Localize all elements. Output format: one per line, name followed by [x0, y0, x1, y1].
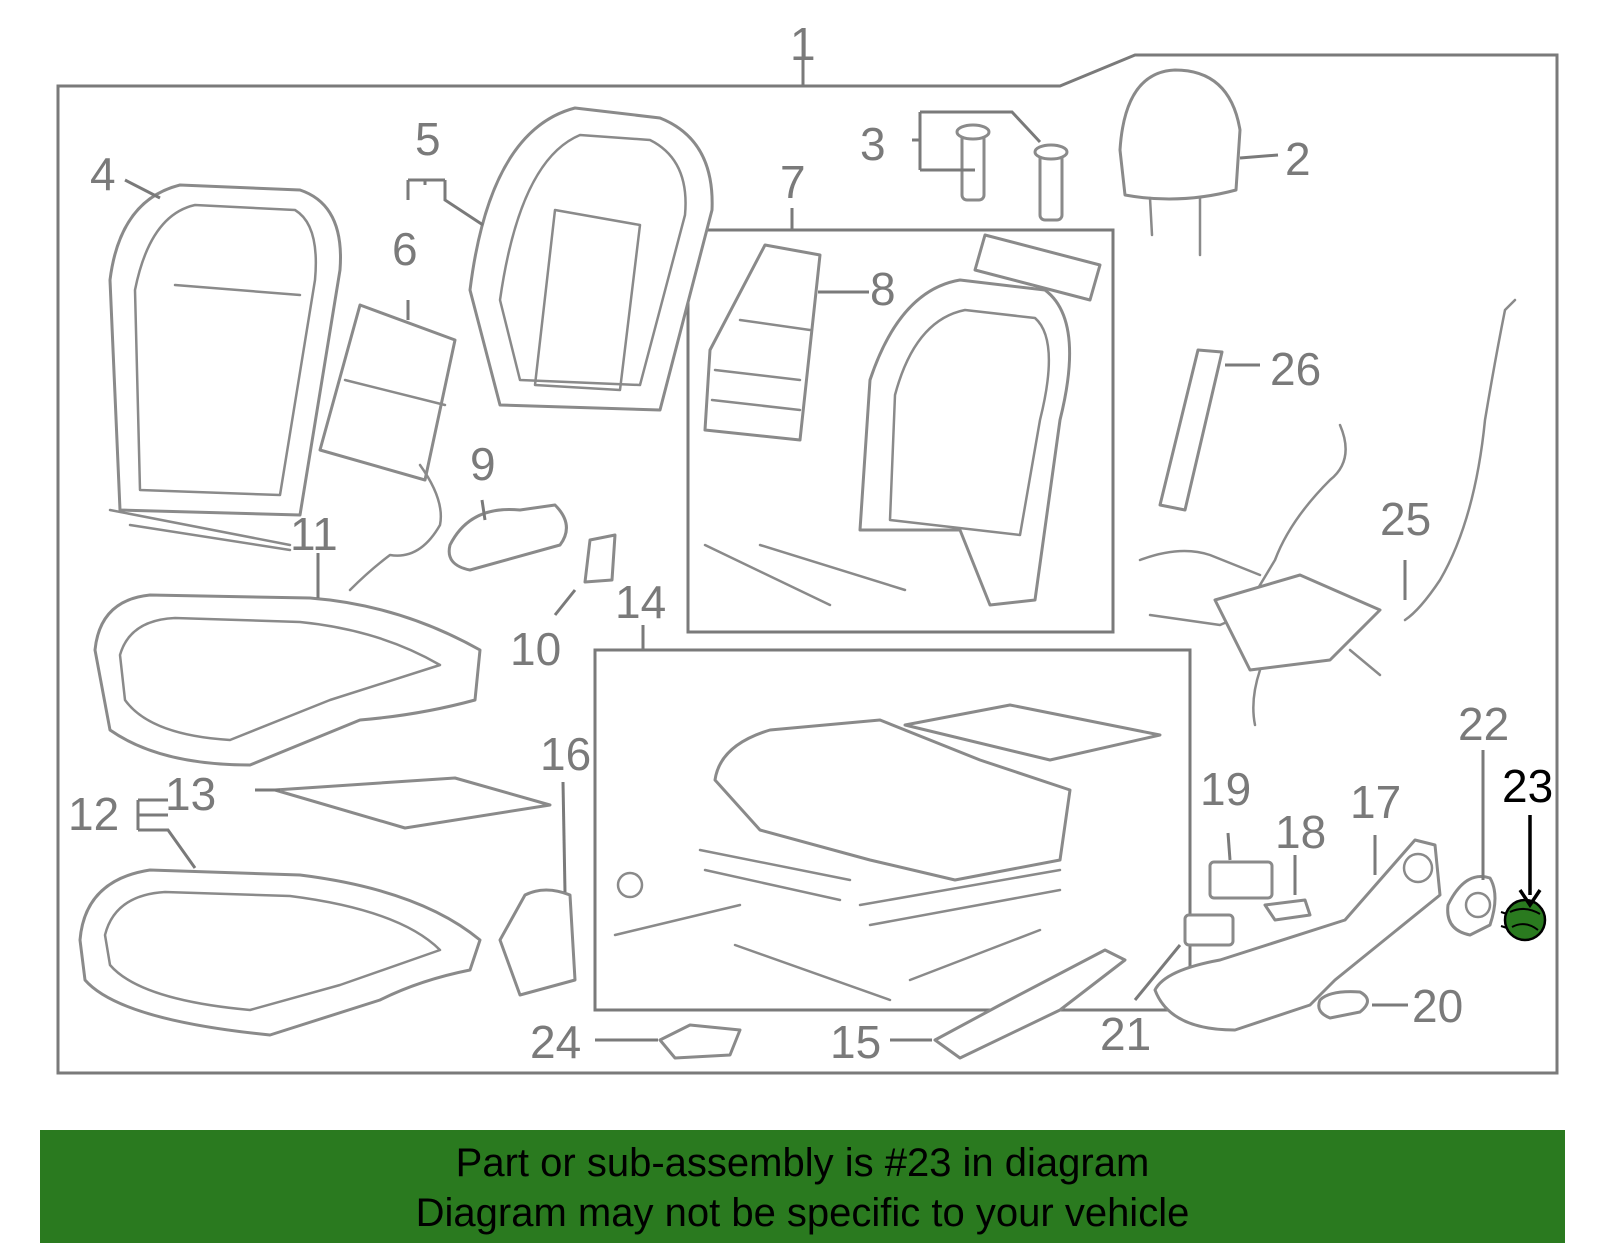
callout-17: 17 [1350, 776, 1401, 828]
info-banner: Part or sub-assembly is #23 in diagram D… [40, 1130, 1565, 1243]
callout-2: 2 [1285, 133, 1311, 185]
part-16-trim-panel[interactable] [498, 888, 577, 997]
callout-23: 23 [1502, 760, 1553, 812]
callout-25: 25 [1380, 493, 1431, 545]
part-2-headrest[interactable] [1118, 68, 1242, 257]
callout-6: 6 [392, 223, 418, 275]
part-17-side-shield[interactable] [1153, 838, 1442, 1032]
frame-7-box [686, 228, 1115, 634]
leader-lines [124, 110, 1542, 1042]
callout-12: 12 [68, 788, 119, 840]
callout-15: 15 [830, 1016, 881, 1068]
callout-20: 20 [1412, 980, 1463, 1032]
banner-line-2: Diagram may not be specific to your vehi… [415, 1191, 1190, 1235]
banner-line-1: Part or sub-assembly is #23 in diagram [455, 1141, 1150, 1185]
callout-26: 26 [1270, 343, 1321, 395]
callout-18: 18 [1275, 806, 1326, 858]
callout-7: 7 [780, 156, 806, 208]
part-20-knob[interactable] [1317, 990, 1369, 1020]
callout-1: 1 [790, 18, 816, 70]
callout-3: 3 [860, 118, 886, 170]
part-11-cushion-cover[interactable] [93, 593, 482, 767]
callout-9: 9 [470, 438, 496, 490]
callout-16: 16 [540, 728, 591, 780]
part-14-cushion-frame[interactable] [613, 703, 1162, 1002]
part-19-switch[interactable] [1208, 860, 1274, 900]
callout-4: 4 [90, 148, 116, 200]
callout-24: 24 [530, 1016, 581, 1068]
part-25-wire-harness[interactable] [1138, 298, 1517, 727]
part-24-module[interactable] [658, 1023, 742, 1060]
callout-14: 14 [615, 576, 666, 628]
callout-22: 22 [1458, 698, 1509, 750]
part-7-seatback-frame[interactable] [858, 233, 1102, 607]
part-18-bezel[interactable] [1263, 898, 1312, 922]
part-6-heater-pad[interactable] [318, 303, 457, 592]
callout-5: 5 [415, 113, 441, 165]
callout-19: 19 [1200, 763, 1251, 815]
part-22-recliner-handle[interactable] [1446, 875, 1497, 937]
part-26-trim-strip[interactable] [1158, 348, 1224, 512]
part-23-highlighted[interactable] [1500, 898, 1547, 942]
part-21-switch[interactable] [1183, 913, 1235, 947]
callout-labels: 1 2 3 4 5 6 7 8 9 10 11 12 13 14 15 16 1… [68, 18, 1553, 1068]
part-13-cushion-heater[interactable] [273, 776, 552, 830]
callout-10: 10 [510, 623, 561, 675]
frame-14-box [593, 648, 1192, 1012]
part-3-headrest-guides[interactable] [955, 123, 1069, 222]
part-5-seatback-panel[interactable] [468, 106, 714, 412]
part-10-bracket[interactable] [583, 533, 617, 584]
callout-21: 21 [1100, 1008, 1151, 1060]
part-15-track-cover[interactable] [933, 948, 1127, 1060]
part-4-seatback-cover[interactable] [108, 183, 342, 552]
callout-8: 8 [870, 263, 896, 315]
assembly-frame [56, 53, 1559, 1075]
callout-11: 11 [290, 508, 338, 560]
callout-13: 13 [165, 768, 216, 820]
part-8-lumbar-support[interactable] [703, 243, 907, 607]
part-9-trim[interactable] [447, 503, 568, 572]
part-12-cushion[interactable] [78, 868, 482, 1037]
